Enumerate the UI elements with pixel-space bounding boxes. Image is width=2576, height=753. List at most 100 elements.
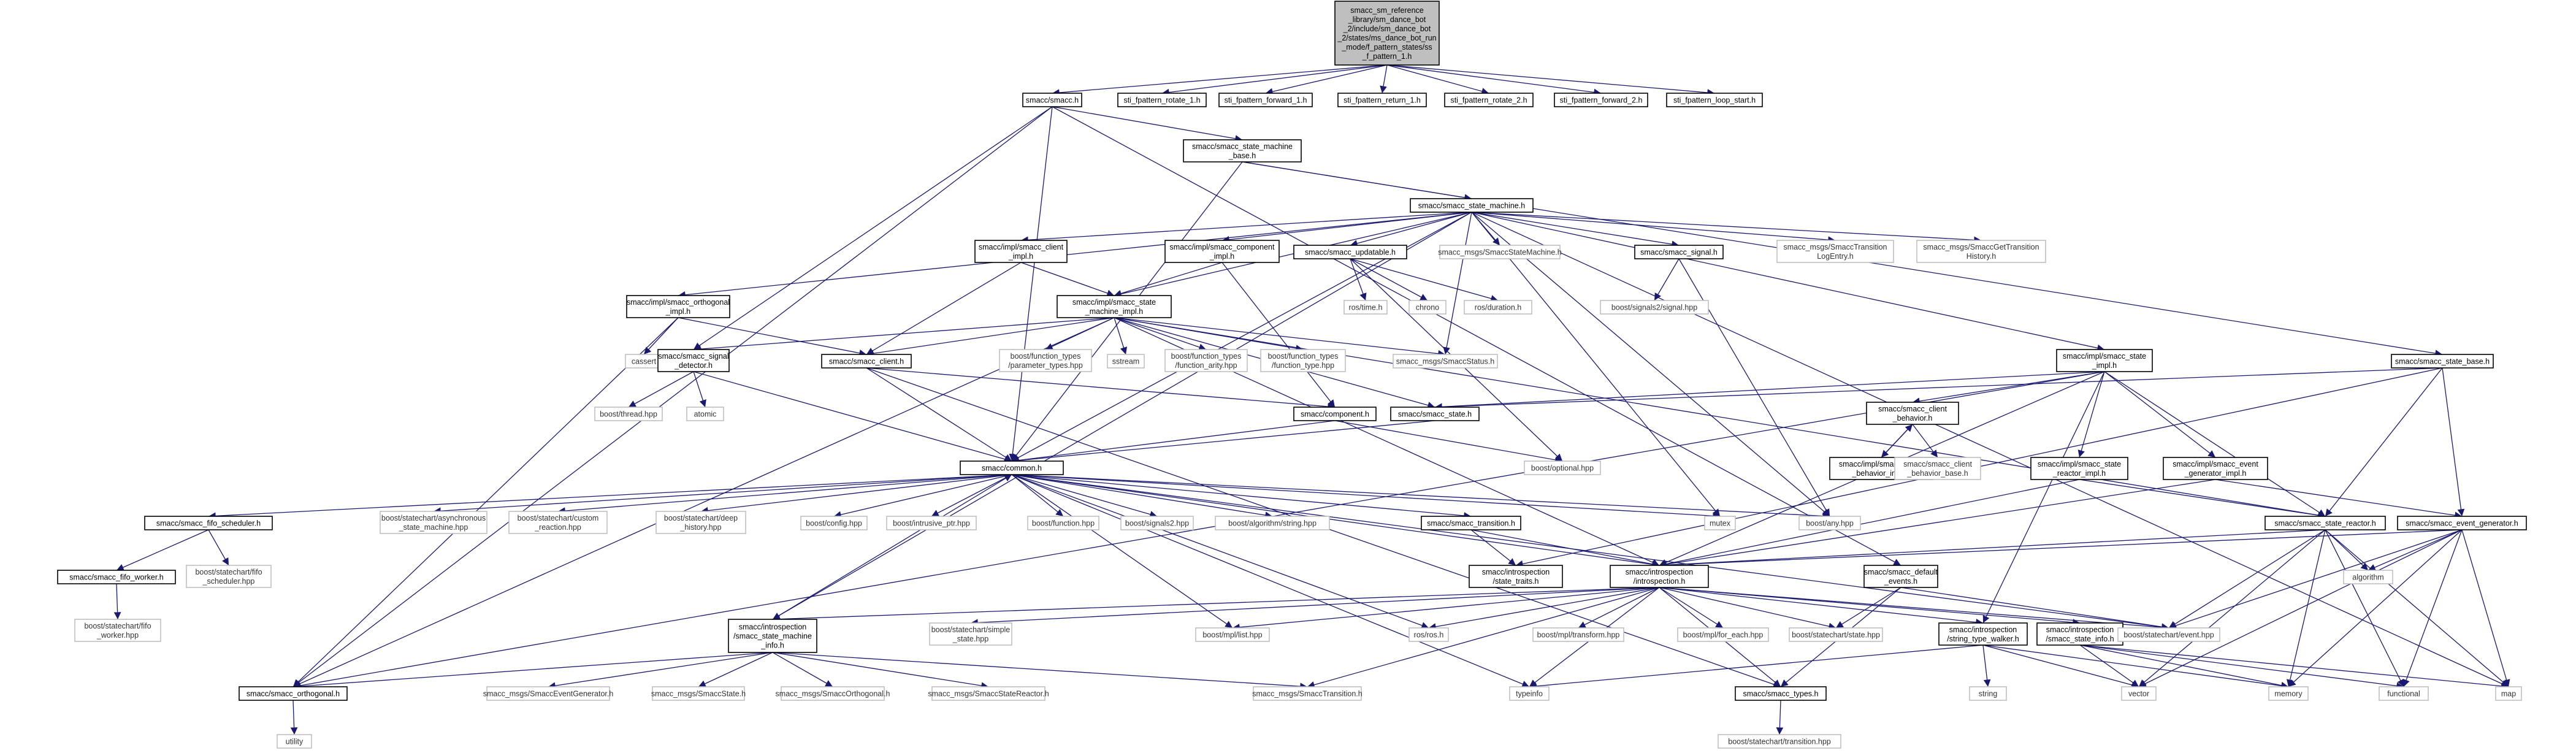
- node-label-line: boost/function_types: [1268, 352, 1339, 361]
- node-box: [2268, 686, 2309, 701]
- edge-line: [557, 474, 1012, 514]
- node-smacc_h[interactable]: smacc/smacc.h: [1022, 93, 1082, 107]
- node-state_info[interactable]: smacc/introspection/smacc_state_info.h: [2036, 622, 2123, 646]
- edge-line: [1334, 420, 1563, 464]
- node-box: [1524, 461, 1601, 475]
- node-introspection[interactable]: smacc/introspection/introspection.h: [1610, 565, 1709, 588]
- edge-line: [1052, 106, 1243, 142]
- node-state_reactor[interactable]: smacc/smacc_state_reactor.h: [2265, 516, 2386, 530]
- node-sm[interactable]: smacc/smacc_state_machine.h: [1410, 198, 1534, 213]
- node-ft_arity: boost/function_types/function_arity.hpp: [1164, 349, 1248, 372]
- node-label-line: algorithm: [2352, 573, 2383, 582]
- node-box: [2265, 516, 2386, 530]
- node-fifo_sched[interactable]: smacc/smacc_fifo_scheduler.h: [144, 516, 273, 530]
- node-box: [1439, 245, 1561, 259]
- edge-line: [113, 583, 121, 620]
- node-label-line: boost/statechart/deep: [664, 514, 738, 522]
- node-fifo_worker[interactable]: smacc/smacc_fifo_worker.h: [57, 570, 176, 584]
- node-sti_forward1[interactable]: sti_fpattern_forward_1.h: [1218, 93, 1313, 107]
- edge-common-to-config: [833, 474, 1012, 519]
- node-label-line: smacc/component.h: [1301, 410, 1369, 419]
- edge-state_impl-to-sr_impl: [2077, 371, 2105, 458]
- edge-cb-to-cb_base: [1912, 424, 1938, 458]
- node-box: [2495, 686, 2522, 701]
- edge-signal-to-signals2_signal: [1654, 258, 1680, 301]
- node-cb[interactable]: smacc/smacc_client_behavior.h: [1866, 402, 1959, 425]
- node-state_base[interactable]: smacc/smacc_state_base.h: [2391, 354, 2494, 369]
- node-event_gen[interactable]: smacc/smacc_event_generator.h: [2397, 516, 2527, 530]
- node-client_impl[interactable]: smacc/impl/smacc_client_impl.h: [974, 240, 1068, 263]
- node-state_traits[interactable]: smacc/introspection/state_traits.h: [1469, 565, 1563, 588]
- edge-state_info-to-functional: [2079, 644, 2404, 690]
- node-box: [1421, 516, 1521, 530]
- edge-sm-to-sm_impl: [1114, 212, 1472, 298]
- node-msg_state: smacc_msgs/SmaccState.h: [651, 686, 746, 701]
- edge-line: [1020, 212, 1472, 244]
- edge-line: [1011, 474, 1233, 629]
- node-label-line: sti_fpattern_rotate_1.h: [1123, 96, 1200, 105]
- node-label-line: /function_arity.hpp: [1175, 361, 1237, 370]
- node-orthogonal[interactable]: smacc/smacc_orthogonal.h: [239, 686, 348, 701]
- edge-line: [1912, 424, 1938, 458]
- node-label-line: smacc/smacc_fifo_scheduler.h: [156, 519, 261, 528]
- node-label-line: sti_fpattern_rotate_2.h: [1450, 96, 1527, 105]
- node-label-line: boost/config.hpp: [806, 519, 862, 528]
- node-map: map: [2495, 686, 2522, 701]
- node-common[interactable]: smacc/common.h: [960, 461, 1064, 475]
- edge-line: [772, 652, 833, 687]
- node-label-line: smacc/smacc_updatable.h: [1305, 248, 1396, 257]
- node-sti_rotate2[interactable]: sti_fpattern_rotate_2.h: [1444, 93, 1534, 107]
- node-box: [960, 461, 1064, 475]
- node-optional: boost/optional.hpp: [1524, 461, 1601, 475]
- edge-common-to-deep_history: [700, 474, 1012, 514]
- node-chrono: chrono: [1408, 300, 1447, 315]
- edge-component-to-common: [1011, 420, 1336, 464]
- node-box: [2121, 686, 2157, 701]
- node-sm_impl[interactable]: smacc/impl/smacc_state_machine_impl.h: [1057, 295, 1172, 318]
- node-sti_rotate1[interactable]: sti_fpattern_rotate_1.h: [1117, 93, 1207, 107]
- node-sig_detector[interactable]: smacc/smacc_signal_detector.h: [657, 349, 730, 372]
- node-box: [1634, 245, 1724, 259]
- node-label-line: smacc/smacc_types.h: [1743, 690, 1819, 698]
- node-stw[interactable]: smacc/introspection/string_type_walker.h: [1938, 622, 2028, 646]
- node-orth_impl[interactable]: smacc/impl/smacc_orthogonal_impl.h: [626, 295, 730, 318]
- node-signal[interactable]: smacc/smacc_signal.h: [1634, 245, 1724, 259]
- node-box: [1916, 240, 2046, 263]
- node-label-line: boost/statechart/fifo: [195, 568, 262, 576]
- node-box: [931, 686, 1045, 701]
- node-label-line: smacc/smacc_state_machine: [1192, 142, 1293, 151]
- edge-line: [866, 262, 1022, 355]
- edge-line: [1471, 212, 1721, 517]
- node-default_events[interactable]: smacc/smacc_default_events.h: [1863, 565, 1938, 588]
- edge-event_gen-to-event_hpp: [2168, 529, 2463, 629]
- edge-stw-to-string: [1982, 644, 1991, 687]
- edge-sm-to-map: [1471, 212, 2509, 687]
- edge-smacc_h-to-default_events: [1052, 106, 1901, 566]
- node-types[interactable]: smacc/smacc_types.h: [1735, 686, 1827, 701]
- node-component[interactable]: smacc/component.h: [1293, 407, 1377, 421]
- node-state[interactable]: smacc/smacc_state.h: [1390, 407, 1480, 421]
- node-sti_forward2[interactable]: sti_fpattern_forward_2.h: [1554, 93, 1648, 107]
- edge-line: [1232, 587, 1660, 631]
- node-box: [1863, 565, 1938, 588]
- edge-line: [292, 652, 773, 690]
- node-sm_base[interactable]: smacc/smacc_state_machine_base.h: [1183, 139, 1302, 162]
- node-sti_loop[interactable]: sti_fpattern_loop_start.h: [1666, 93, 1763, 107]
- node-state_impl[interactable]: smacc/impl/smacc_state_impl.h: [2056, 349, 2153, 372]
- node-eg_impl[interactable]: smacc/impl/smacc_event_generator_impl.h: [2163, 457, 2268, 480]
- node-box: [1554, 93, 1648, 107]
- edge-line: [1900, 587, 2169, 631]
- node-signals2: boost/signals2.hpp: [1120, 516, 1194, 530]
- edge-state_base-to-event_gen: [2442, 367, 2465, 517]
- node-component_impl[interactable]: smacc/impl/smacc_component_impl.h: [1164, 240, 1280, 263]
- node-sti_return1[interactable]: sti_fpattern_return_1.h: [1337, 93, 1427, 107]
- edge-line: [693, 371, 1012, 463]
- node-sm_info[interactable]: smacc/introspection/smacc_state_machine_…: [728, 619, 817, 653]
- edge-root-to-sti_forward2: [1386, 64, 1602, 96]
- node-box: [1390, 407, 1480, 421]
- node-transition[interactable]: smacc/smacc_transition.h: [1421, 516, 1521, 530]
- node-client[interactable]: smacc/smacc_client.h: [821, 354, 912, 369]
- node-updatable[interactable]: smacc/smacc_updatable.h: [1293, 245, 1407, 259]
- edge-line: [1380, 64, 1388, 94]
- node-sr_impl[interactable]: smacc/impl/smacc_state_reactor_impl.h: [2030, 457, 2128, 480]
